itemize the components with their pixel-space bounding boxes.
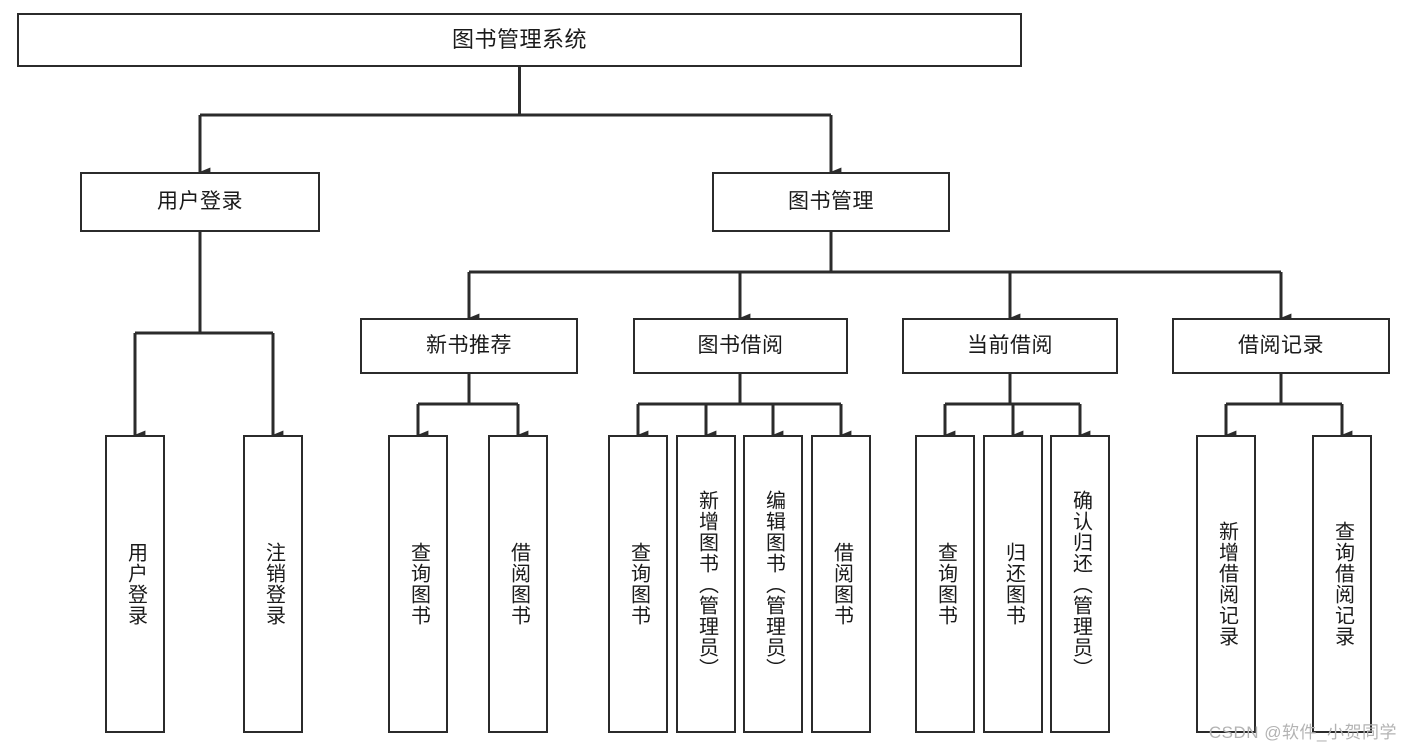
node-book-borrow[interactable]: 图书借阅 [633,318,848,374]
node-leaf-borrow-book-rec[interactable]: 借阅图书 [488,435,548,733]
node-leaf-user-logout-label: 注销登录 [262,542,285,626]
node-leaf-query-borrow-record-label: 查询借阅记录 [1331,521,1354,647]
node-book-manage-label: 图书管理 [788,190,874,214]
node-leaf-query-borrow-record[interactable]: 查询借阅记录 [1312,435,1372,733]
node-leaf-query-book-borrow-label: 查询图书 [627,542,650,626]
node-leaf-query-book-cur-label: 查询图书 [934,542,957,626]
node-leaf-borrow-book-rec-label: 借阅图书 [507,542,530,626]
node-leaf-add-borrow-record-label: 新增借阅记录 [1215,521,1238,647]
node-leaf-user-login[interactable]: 用户登录 [105,435,165,733]
node-leaf-borrow-book-label: 借阅图书 [830,542,853,626]
node-new-book-recommend-label: 新书推荐 [426,334,512,358]
node-book-borrow-label: 图书借阅 [697,334,784,358]
node-leaf-query-book-rec[interactable]: 查询图书 [388,435,448,733]
node-leaf-user-login-label: 用户登录 [124,542,147,626]
node-user-login-label: 用户登录 [157,190,243,214]
node-book-manage[interactable]: 图书管理 [712,172,950,232]
node-leaf-query-book-borrow[interactable]: 查询图书 [608,435,668,733]
node-borrow-record[interactable]: 借阅记录 [1172,318,1390,374]
node-leaf-confirm-return-admin[interactable]: 确认归还（管理员） [1050,435,1110,733]
node-leaf-edit-book-admin-label: 编辑图书（管理员） [762,489,785,679]
node-leaf-return-book-label: 归还图书 [1002,542,1025,626]
node-leaf-borrow-book[interactable]: 借阅图书 [811,435,871,733]
node-leaf-add-borrow-record[interactable]: 新增借阅记录 [1196,435,1256,733]
node-root[interactable]: 图书管理系统 [17,13,1022,67]
node-leaf-query-book-rec-label: 查询图书 [407,542,430,626]
node-user-login[interactable]: 用户登录 [80,172,320,232]
node-current-borrow[interactable]: 当前借阅 [902,318,1118,374]
node-leaf-query-book-cur[interactable]: 查询图书 [915,435,975,733]
node-root-label: 图书管理系统 [451,26,587,52]
node-leaf-confirm-return-admin-label: 确认归还（管理员） [1069,489,1092,679]
node-leaf-add-book-admin-label: 新增图书（管理员） [695,489,718,679]
node-current-borrow-label: 当前借阅 [967,334,1053,358]
node-leaf-return-book[interactable]: 归还图书 [983,435,1043,733]
node-borrow-record-label: 借阅记录 [1238,334,1324,358]
node-new-book-recommend[interactable]: 新书推荐 [360,318,578,374]
node-leaf-user-logout[interactable]: 注销登录 [243,435,303,733]
node-leaf-edit-book-admin[interactable]: 编辑图书（管理员） [743,435,803,733]
node-leaf-add-book-admin[interactable]: 新增图书（管理员） [676,435,736,733]
